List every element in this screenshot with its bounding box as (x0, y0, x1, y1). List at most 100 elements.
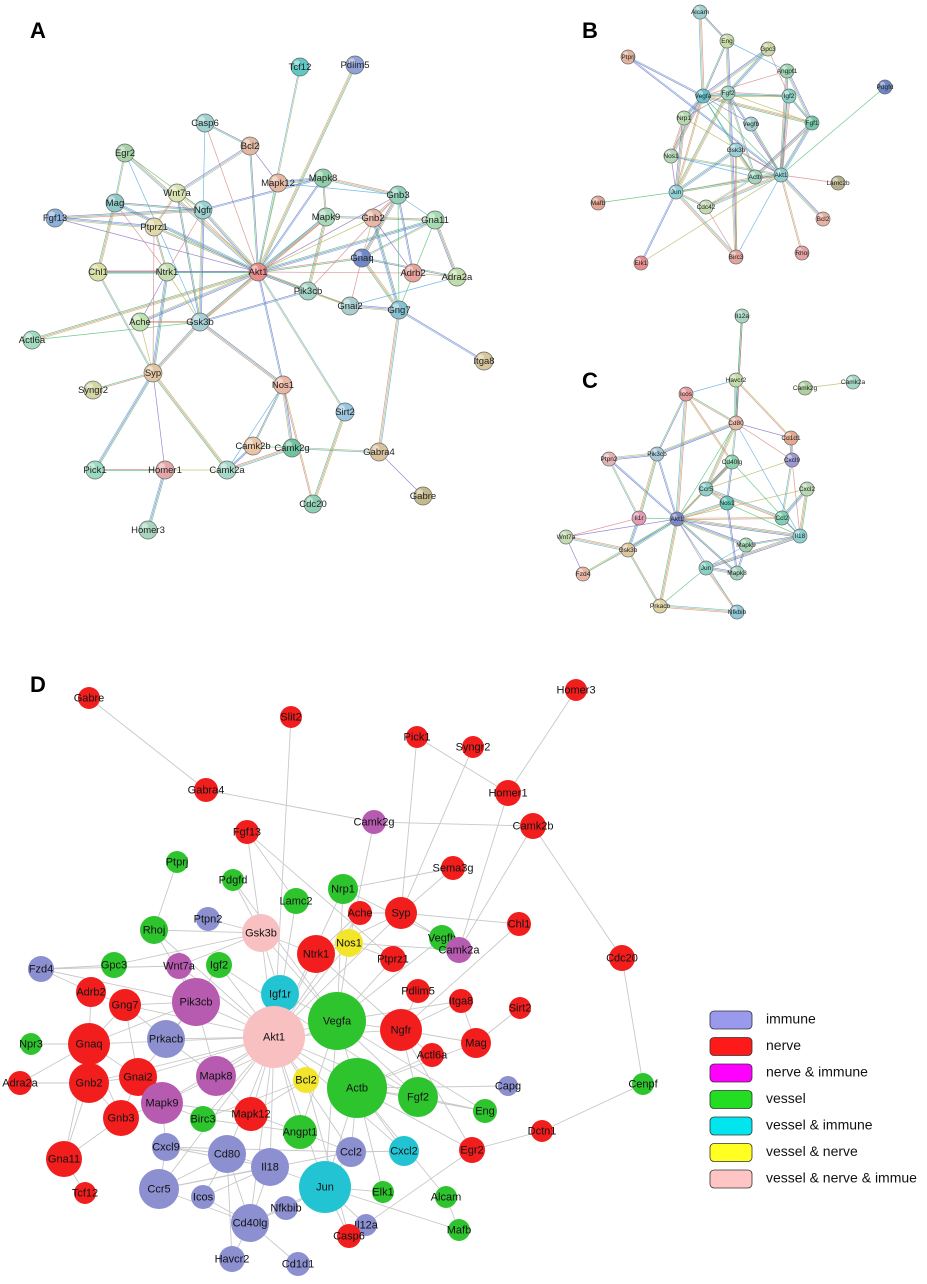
node-gpc3: Gpc3 (101, 952, 127, 978)
edge-vegfa-vegfb (702, 95, 752, 125)
node-circle (698, 199, 714, 215)
node-circle (242, 914, 280, 952)
edge-pik3cb-fzd4 (40, 968, 197, 1003)
node-mapk12: Mapk12 (261, 173, 295, 193)
node-label: Mapk12 (261, 178, 295, 189)
node-circle (144, 217, 164, 237)
edge-ccl2-cxcl9 (782, 460, 793, 519)
node-cxcl9: Cxcl9 (784, 452, 801, 468)
node-cxcl2: Cxcl2 (389, 1136, 419, 1166)
edge-akt1-il18 (676, 519, 800, 538)
node-highlight (681, 388, 686, 394)
node-circle (425, 210, 445, 230)
node-highlight (25, 333, 32, 340)
node-label: Gnaq (76, 1038, 103, 1050)
node-label: Syp (145, 368, 161, 379)
node-highlight (701, 201, 706, 207)
node-gabre: Gabre (410, 486, 436, 506)
node-pik3cb: Pik3cb (647, 446, 667, 462)
node-sema3g: Sema3g (433, 856, 473, 880)
node-highlight (732, 567, 737, 573)
node-highlight (732, 606, 737, 612)
node-jun: Jun (299, 1161, 351, 1213)
node-highlight (731, 374, 736, 380)
node-gnb3: Gnb3 (386, 185, 410, 205)
node-label: Ptprj (621, 54, 634, 61)
node-label: Bcl2 (241, 141, 259, 152)
node-cd40lg: Cd40lg (231, 1204, 269, 1242)
node-icos: Icos (678, 386, 694, 402)
node-ccl2: Ccl2 (774, 510, 790, 526)
node-nfkbib: Nfkbib (728, 604, 747, 620)
node-label: Vegfa (695, 93, 712, 100)
node-highlight (316, 171, 323, 178)
edge-akt1-mapk8 (258, 178, 324, 273)
node-circle (355, 1214, 377, 1236)
edge-gnaq-gna11 (362, 220, 436, 259)
edge-camk2g-camk2a (226, 446, 292, 470)
node-circle (274, 1196, 298, 1220)
edge-syp-camk2a (153, 372, 229, 470)
node-circle (273, 375, 293, 395)
node-label: Mapk9 (736, 542, 756, 549)
node-circle (449, 989, 473, 1013)
node-circle (231, 1204, 269, 1242)
edge-akt1-rhoj (780, 175, 802, 254)
node-label: Homer1 (148, 465, 182, 476)
node-highlight (833, 177, 838, 183)
node-circle (692, 4, 708, 20)
edge-vegfa-gsk3b (702, 95, 737, 151)
edge-akt1-icos (677, 394, 688, 520)
edge-cd40lg-icos (686, 393, 733, 462)
node-syp: Syp (143, 363, 163, 383)
edge-akt1-egr2 (124, 152, 259, 273)
node-fzd4: Fzd4 (28, 956, 54, 982)
edge-akt1-fgf13 (54, 217, 259, 273)
legend-swatch (709, 1143, 753, 1162)
edge-akt1-ngfr (202, 209, 259, 273)
edge-il1r-ptpn2 (609, 458, 640, 518)
legend-label: nerve & immune (766, 1064, 868, 1080)
node-slit2: Slit2 (280, 706, 302, 728)
node-label: Gnaq (350, 253, 373, 264)
node-highlight (634, 512, 639, 518)
node-circle (792, 528, 808, 544)
edge-chl1-ngfr (400, 923, 520, 1031)
node-bcl2: Bcl2 (815, 211, 831, 227)
edge-akt1-jun (676, 518, 707, 569)
node-label: Prkacb (650, 603, 671, 610)
node-pick1: Pick1 (83, 460, 107, 480)
node-highlight (251, 265, 258, 272)
node-homer3: Homer3 (556, 679, 596, 701)
edge-cd80-icos (685, 394, 736, 424)
node-egr2: Egr2 (115, 143, 135, 163)
node-circle (719, 495, 735, 511)
node-syngr2: Syngr2 (456, 736, 490, 758)
node-circle (631, 510, 647, 526)
node-highlight (652, 448, 657, 454)
node-circle (166, 851, 188, 873)
node-label: Ptprj (166, 856, 189, 868)
panel-b-label: B (582, 18, 598, 43)
node-circle (729, 565, 745, 581)
node-circle (495, 780, 521, 806)
node-circle (565, 679, 587, 701)
node-highlight (731, 251, 736, 257)
edge-ngfr-mapk8 (203, 178, 324, 211)
edge-gsk3b-pik3cb (199, 290, 308, 322)
node-circle (783, 430, 799, 446)
edge-fgf2-gpc3 (726, 47, 768, 93)
node-nos1: Nos1 (719, 495, 735, 511)
edge-syp-syngr2 (93, 373, 154, 391)
edge-ngfr-mapk8 (202, 177, 323, 210)
edge-wnt7a-bcl2 (177, 146, 251, 195)
node-highlight (158, 463, 166, 470)
node-circle (101, 952, 127, 978)
edge-akt1-ache (139, 270, 258, 322)
edge-akt1-pdlim5 (257, 64, 356, 273)
node-label: Sirt2 (509, 1002, 532, 1014)
node-label: Gnai2 (123, 1071, 152, 1083)
node-circle (141, 1082, 183, 1124)
